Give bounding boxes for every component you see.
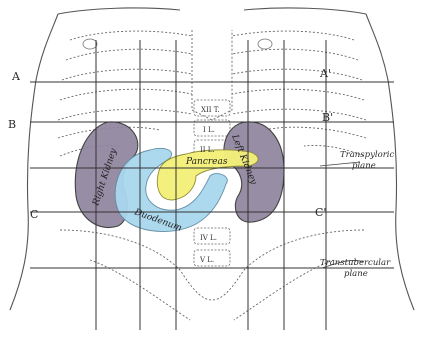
vertebra-label-5: V L.	[199, 256, 214, 264]
vertebra-label-3: II L.	[200, 146, 215, 154]
pelvis	[60, 230, 364, 320]
transtubercular-label-line1: Transtubercular	[320, 258, 391, 268]
label-c-prime: C'	[315, 206, 326, 219]
vertebra-label-2: I L.	[203, 126, 215, 134]
transpyloric-label-line1: Transpyloric	[340, 150, 394, 160]
label-a-prime: A'	[319, 67, 331, 80]
pancreas-label: Pancreas	[185, 157, 228, 167]
transtubercular-label-line2: plane	[344, 269, 368, 279]
vertebra-label-1: XII T.	[201, 106, 220, 114]
label-b: B	[8, 118, 16, 131]
label-c: C	[30, 208, 38, 221]
label-a: A	[11, 70, 21, 83]
nipple-marks	[83, 39, 272, 49]
plane-pointers	[320, 162, 364, 268]
transpyloric-label-line2: plane	[352, 161, 376, 171]
label-b-prime: B'	[322, 111, 333, 124]
vertebra-label-4: IV L.	[200, 234, 217, 242]
